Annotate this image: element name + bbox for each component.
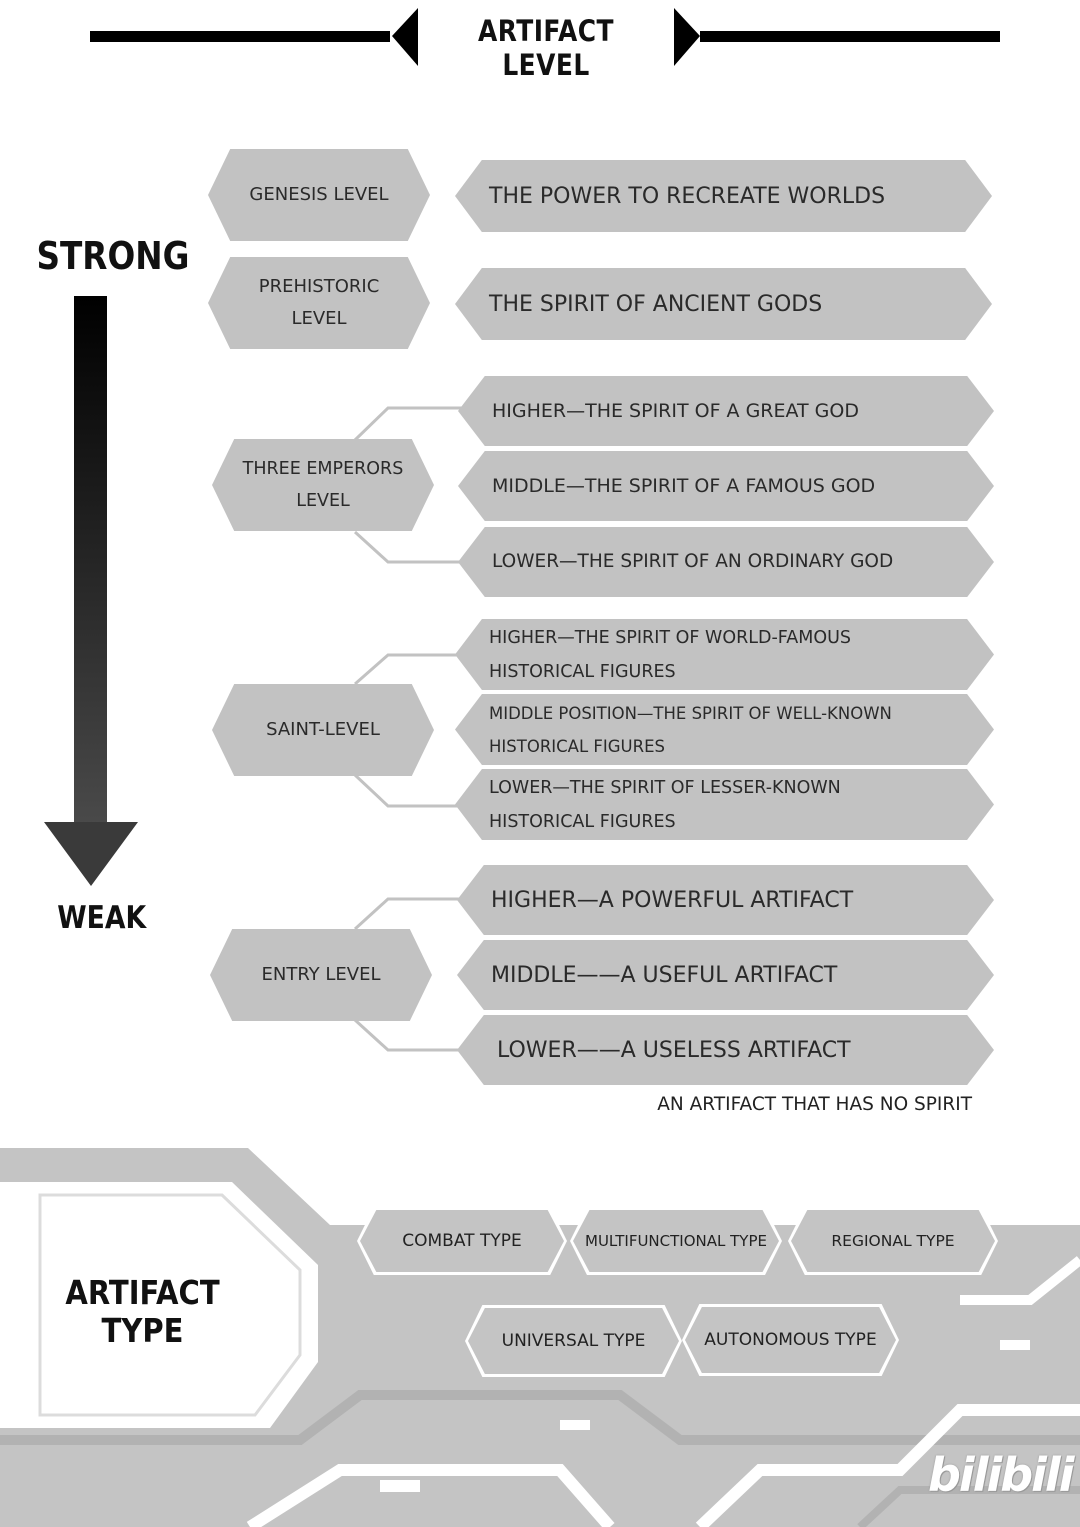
strong-label: STRONG — [36, 234, 190, 278]
type-label: AUTONOMOUS TYPE — [685, 1307, 896, 1373]
tier-text-line1: MIDDLE POSITION—THE SPIRIT OF WELL-KNOWN — [489, 703, 892, 723]
tier-entry-middle: MIDDLE——A USEFUL ARTIFACT — [457, 940, 994, 1010]
page-title: ARTIFACT LEVEL — [478, 14, 614, 82]
level-three-emperors: THREE EMPERORS LEVEL — [212, 439, 434, 531]
type-universal: UNIVERSAL TYPE — [465, 1305, 682, 1377]
level-entry: ENTRY LEVEL — [210, 929, 432, 1021]
type-label: REGIONAL TYPE — [791, 1210, 995, 1272]
level-genesis: GENESIS LEVEL — [208, 149, 430, 241]
level-saint: SAINT-LEVEL — [212, 684, 434, 776]
level-name-line1: THREE EMPERORS — [242, 459, 404, 479]
level-name: ENTRY LEVEL — [261, 964, 381, 985]
entry-note: AN ARTIFACT THAT HAS NO SPIRIT — [657, 1094, 972, 1115]
tier-text: HIGHER—THE SPIRIT OF A GREAT GOD — [492, 400, 859, 422]
type-autonomous: AUTONOMOUS TYPE — [682, 1304, 899, 1376]
artifact-type-title-line1: ARTIFACT — [65, 1273, 220, 1312]
tier-text: MIDDLE——A USEFUL ARTIFACT — [491, 962, 838, 988]
type-multifunctional: MULTIFUNCTIONAL TYPE — [570, 1207, 782, 1275]
level-name-line1: PREHISTORIC — [258, 276, 380, 297]
tier-text-line2: HISTORICAL FIGURES — [489, 661, 676, 682]
tier-three-emperors-lower: LOWER—THE SPIRIT OF AN ORDINARY GOD — [458, 527, 994, 597]
bilibili-watermark: bilibili — [928, 1448, 1074, 1502]
strength-arrow-icon — [44, 296, 138, 886]
type-label: COMBAT TYPE — [360, 1210, 564, 1272]
tier-text-line1: HIGHER—THE SPIRIT OF WORLD-FAMOUS — [489, 627, 852, 648]
tier-three-emperors-middle: MIDDLE—THE SPIRIT OF A FAMOUS GOD — [458, 451, 994, 521]
tier-text: THE SPIRIT OF ANCIENT GODS — [489, 291, 823, 317]
artifact-type-title-line2: TYPE — [101, 1311, 184, 1350]
tier-entry-higher: HIGHER—A POWERFUL ARTIFACT — [457, 865, 994, 935]
tier-text: LOWER——A USELESS ARTIFACT — [497, 1037, 851, 1063]
tier-prehistoric: THE SPIRIT OF ANCIENT GODS — [455, 268, 992, 340]
type-label: UNIVERSAL TYPE — [468, 1308, 679, 1374]
tier-text-line2: HISTORICAL FIGURES — [489, 811, 676, 832]
tier-text: THE POWER TO RECREATE WORLDS — [489, 183, 886, 209]
tier-text: LOWER—THE SPIRIT OF AN ORDINARY GOD — [492, 551, 894, 572]
weak-label: WEAK — [57, 900, 147, 936]
tier-text-line1: LOWER—THE SPIRIT OF LESSER-KNOWN — [489, 777, 841, 798]
tier-genesis: THE POWER TO RECREATE WORLDS — [455, 160, 992, 232]
tier-text: MIDDLE—THE SPIRIT OF A FAMOUS GOD — [492, 475, 876, 497]
level-name: SAINT-LEVEL — [266, 719, 380, 740]
level-name-line2: LEVEL — [296, 491, 350, 511]
level-name-line2: LEVEL — [291, 308, 347, 329]
tier-text: HIGHER—A POWERFUL ARTIFACT — [491, 887, 854, 913]
artifact-type-title: ARTIFACT TYPE — [52, 1274, 232, 1350]
title-ornament — [90, 8, 1000, 66]
type-regional: REGIONAL TYPE — [788, 1207, 998, 1275]
tier-saint-middle: MIDDLE POSITION—THE SPIRIT OF WELL-KNOWN… — [455, 694, 994, 765]
tier-saint-higher: HIGHER—THE SPIRIT OF WORLD-FAMOUS HISTOR… — [455, 619, 994, 690]
level-prehistoric: PREHISTORIC LEVEL — [208, 257, 430, 349]
tier-saint-lower: LOWER—THE SPIRIT OF LESSER-KNOWN HISTORI… — [455, 769, 994, 840]
type-combat: COMBAT TYPE — [357, 1207, 567, 1275]
tier-entry-lower: LOWER——A USELESS ARTIFACT — [457, 1015, 994, 1085]
tier-text-line2: HISTORICAL FIGURES — [489, 736, 665, 756]
tier-three-emperors-higher: HIGHER—THE SPIRIT OF A GREAT GOD — [458, 376, 994, 446]
type-label: MULTIFUNCTIONAL TYPE — [573, 1210, 779, 1272]
level-name: GENESIS LEVEL — [249, 184, 389, 205]
